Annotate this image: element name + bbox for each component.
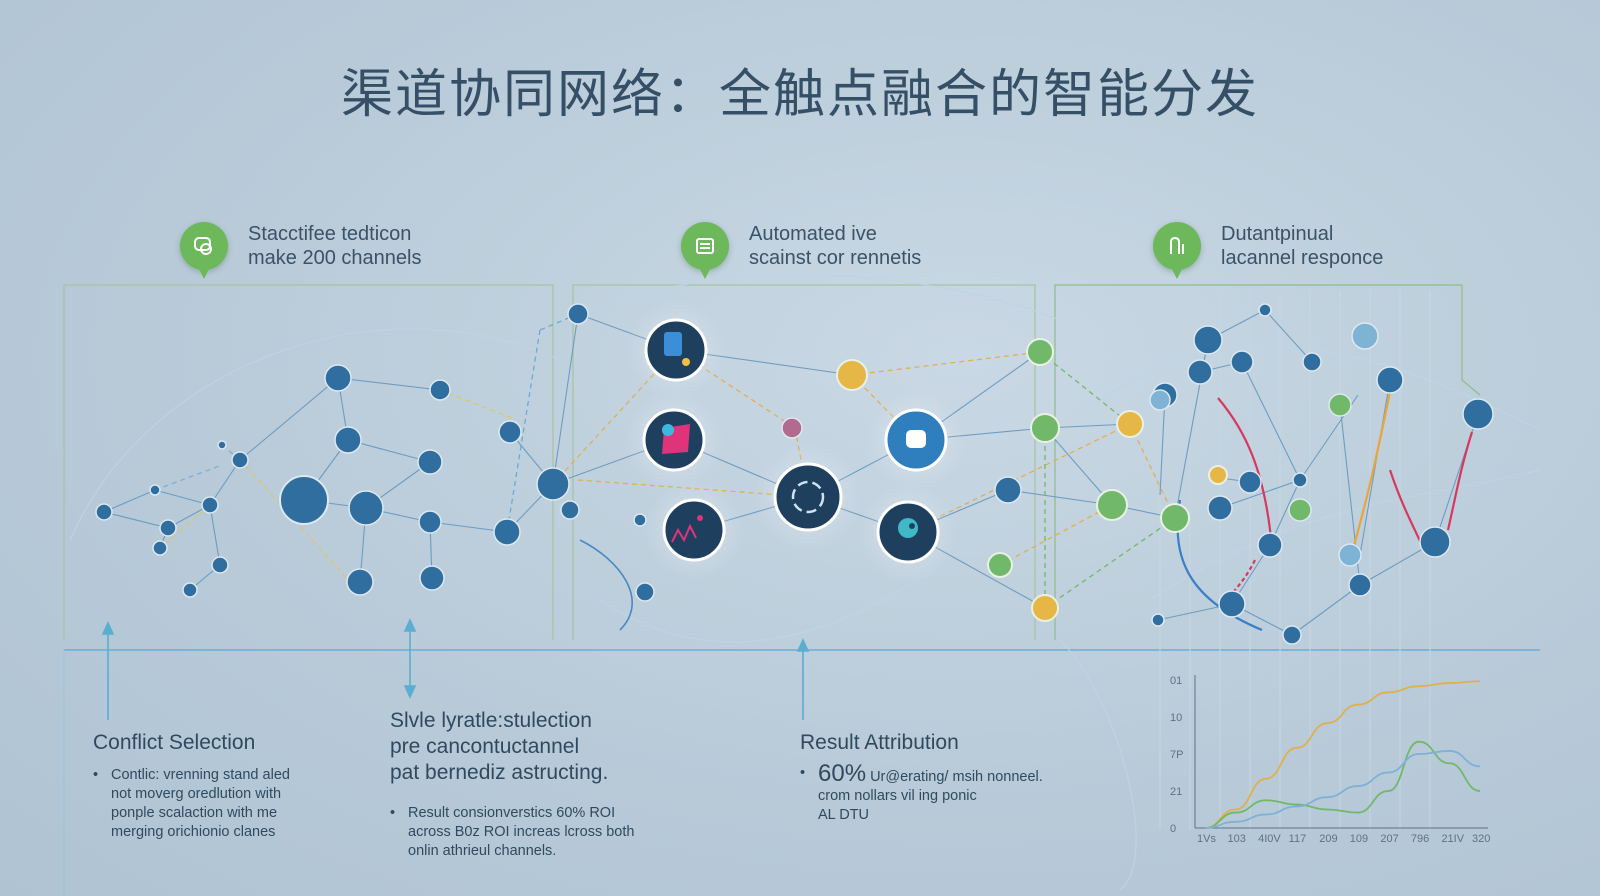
bullet-line: ponple scalaction with me bbox=[111, 805, 278, 821]
bullet-line: across B0z ROI increas lcross both bbox=[408, 824, 635, 840]
chart-series-line-2 bbox=[1204, 750, 1481, 829]
style-selection-heading-line: Slvle lyratle:stulection bbox=[390, 709, 592, 732]
callout-line: Stacctifee tedticon bbox=[248, 223, 412, 245]
bullet-line: Result consionverstics 60% ROI bbox=[408, 805, 616, 821]
chart-series-line-1 bbox=[1204, 740, 1481, 829]
callout-line: Dutantpinual bbox=[1221, 223, 1334, 245]
result-attribution-block: Result Attribution 60% Ur@erating/ msih … bbox=[800, 730, 1043, 825]
conflict-selection-bullet: Contlic: vrenning stand aled not moverg … bbox=[93, 766, 290, 842]
chart-x-tick-label: 117 bbox=[1289, 833, 1307, 845]
attribution-stat: 60% bbox=[818, 760, 867, 787]
chart-y-tick-label: 01 bbox=[1170, 675, 1182, 687]
chart-x-tick-label: 320 bbox=[1472, 833, 1490, 845]
result-attribution-heading: Result Attribution bbox=[800, 731, 959, 754]
decorative-arcs bbox=[69, 274, 1541, 891]
accent-nodes bbox=[836, 338, 1228, 622]
chart-x-tick-label: 103 bbox=[1228, 833, 1246, 845]
bullet-line: not moverg oredlution with bbox=[111, 786, 282, 802]
small-nodes bbox=[95, 303, 1494, 645]
chart-x-ticks: 1Vs 103 4I0V 117 209 109 207 796 21IV 320 bbox=[1197, 833, 1490, 845]
bullet-line: crom nollars vil ing ponic bbox=[818, 788, 977, 804]
chart-x-tick-label: 209 bbox=[1319, 833, 1337, 845]
chart-x-tick-label: 109 bbox=[1350, 833, 1368, 845]
chart-y-ticks: 0 21 7P 10 01 bbox=[1170, 675, 1183, 835]
chart-x-tick-label: 1Vs bbox=[1197, 833, 1216, 845]
bullet-line: Ur@erating/ msih nonneel. bbox=[870, 769, 1043, 785]
bullet-line: AL DTU bbox=[818, 807, 870, 823]
callout-line: scainst cor rennetis bbox=[749, 247, 922, 269]
up-arrows bbox=[101, 618, 810, 720]
callout-line: lacannel responce bbox=[1221, 247, 1384, 269]
feature-nodes-left bbox=[279, 475, 329, 525]
style-selection-heading-line: pat bernediz astructing. bbox=[390, 761, 609, 784]
chart-x-tick-label: 4I0V bbox=[1258, 833, 1281, 845]
bullet-line: Contlic: vrenning stand aled bbox=[111, 767, 290, 783]
chart-x-tick-label: 796 bbox=[1411, 833, 1429, 845]
conflict-selection-heading: Conflict Selection bbox=[93, 731, 256, 754]
results-line-chart: 1Vs 103 4I0V 117 209 109 207 796 21IV 320 0 21 7P 10… bbox=[1170, 675, 1490, 845]
chart-y-tick-label: 10 bbox=[1170, 712, 1182, 724]
conflict-selection-block: Conflict Selection Contlic: vrenning sta… bbox=[93, 730, 290, 842]
chart-y-tick-label: 21 bbox=[1170, 786, 1182, 798]
chart-series-line-0 bbox=[1204, 680, 1481, 829]
chart-series-group bbox=[1204, 680, 1481, 829]
chart-x-tick-label: 21IV bbox=[1441, 833, 1464, 845]
bullet-line: merging orichionio clanes bbox=[111, 824, 276, 840]
callout-line: make 200 channels bbox=[248, 247, 422, 269]
chart-x-tick-label: 207 bbox=[1380, 833, 1398, 845]
style-selection-bullet: Result consionverstics 60% ROI across B0… bbox=[390, 804, 634, 861]
style-selection-block: Slvle lyratle:stulection pre cancontucta… bbox=[390, 708, 634, 861]
callout-line: Automated ive bbox=[749, 223, 877, 245]
chart-y-tick-label: 7P bbox=[1170, 749, 1183, 761]
chat-bubble-icon bbox=[180, 222, 228, 279]
result-attribution-bullet: 60% Ur@erating/ msih nonneel. crom nolla… bbox=[800, 762, 1043, 825]
chart-y-tick-label: 0 bbox=[1170, 823, 1176, 835]
style-selection-heading-line: pre cancontuctannel bbox=[390, 735, 580, 758]
hub-glyphs bbox=[662, 332, 926, 543]
document-list-icon bbox=[681, 222, 729, 279]
route-icon bbox=[1153, 222, 1201, 279]
page-title: 渠道协同网络：全触点融合的智能分发 bbox=[340, 65, 1259, 125]
bullet-line: onlin athrieul channels. bbox=[408, 843, 557, 859]
dashed-edges bbox=[154, 313, 1176, 609]
